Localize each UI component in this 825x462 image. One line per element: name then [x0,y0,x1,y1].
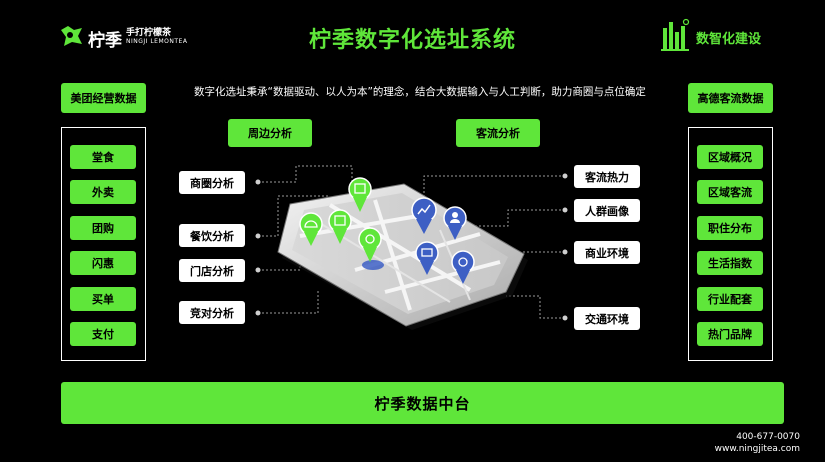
pin-business-icon [415,241,439,275]
pin-shop-icon [348,177,372,212]
label-store: 门店分析 [179,259,245,282]
pin-competitor-icon [358,227,382,262]
label-dining: 餐饮分析 [179,224,245,247]
pin-heat-icon [411,197,437,234]
right-item-life-index: 生活指数 [697,251,763,275]
right-connectors [423,175,565,319]
left-item-delivery: 外卖 [70,180,136,204]
label-business-district: 商圈分析 [179,171,245,194]
lemon-logo-icon [61,26,82,46]
right-item-area-overview: 区域概况 [697,145,763,169]
pin-store-icon [328,209,352,244]
right-panel-title: 高德客流数据 [688,83,773,113]
label-business-env: 商业环境 [574,241,640,264]
label-crowd-profile: 人群画像 [574,199,640,222]
label-traffic-env: 交通环境 [574,307,640,330]
brand-logo-right: 数智化建设 [660,18,790,54]
left-item-payment: 支付 [70,322,136,346]
left-item-flash-deal: 闪惠 [70,251,136,275]
right-item-industry: 行业配套 [697,287,763,311]
left-panel-title: 美团经营数据 [61,83,146,113]
data-platform-hub: 柠季数据中台 [61,382,784,424]
left-item-checkout: 买单 [70,287,136,311]
brand-logo-left: 柠季 手打柠檬茶 NINGJI LEMONTEA [58,22,198,52]
surroundings-analysis-title: 周边分析 [228,119,312,147]
label-competitor: 竞对分析 [179,301,245,324]
left-item-dine-in: 堂食 [70,145,136,169]
phone-map-illustration [277,183,528,330]
blue-map-pins [411,197,475,284]
brand-tagline: 手打柠檬茶 [126,28,172,38]
contact-website: www.ningjitea.com [714,444,800,454]
brand-right-label: 数智化建设 [696,32,762,47]
traffic-analysis-title: 客流分析 [456,119,540,147]
contact-info: 400-677-0070 www.ningjitea.com [690,431,800,455]
left-item-group-buy: 团购 [70,216,136,240]
right-item-hot-brands: 热门品牌 [697,322,763,346]
contact-phone: 400-677-0070 [736,432,800,442]
right-panel [688,127,773,361]
brand-english: NINGJI LEMONTEA [126,38,188,45]
right-item-work-home: 职住分布 [697,216,763,240]
label-traffic-heat: 客流热力 [574,165,640,188]
pin-traffic-icon [451,250,475,284]
page-title: 柠季数字化选址系统 [308,28,516,53]
pin-food-icon [299,212,323,246]
digital-building-icon [661,18,690,51]
brand-name: 柠季 [88,31,122,51]
left-panel [61,127,146,361]
pin-people-icon [443,206,467,240]
page-subtitle: 数字化选址秉承“数据驱动、以人为本”的理念，结合大数据输入与人工判断，助力商圈与… [194,86,646,98]
green-map-pins [299,177,382,262]
right-item-area-traffic: 区域客流 [697,180,763,204]
